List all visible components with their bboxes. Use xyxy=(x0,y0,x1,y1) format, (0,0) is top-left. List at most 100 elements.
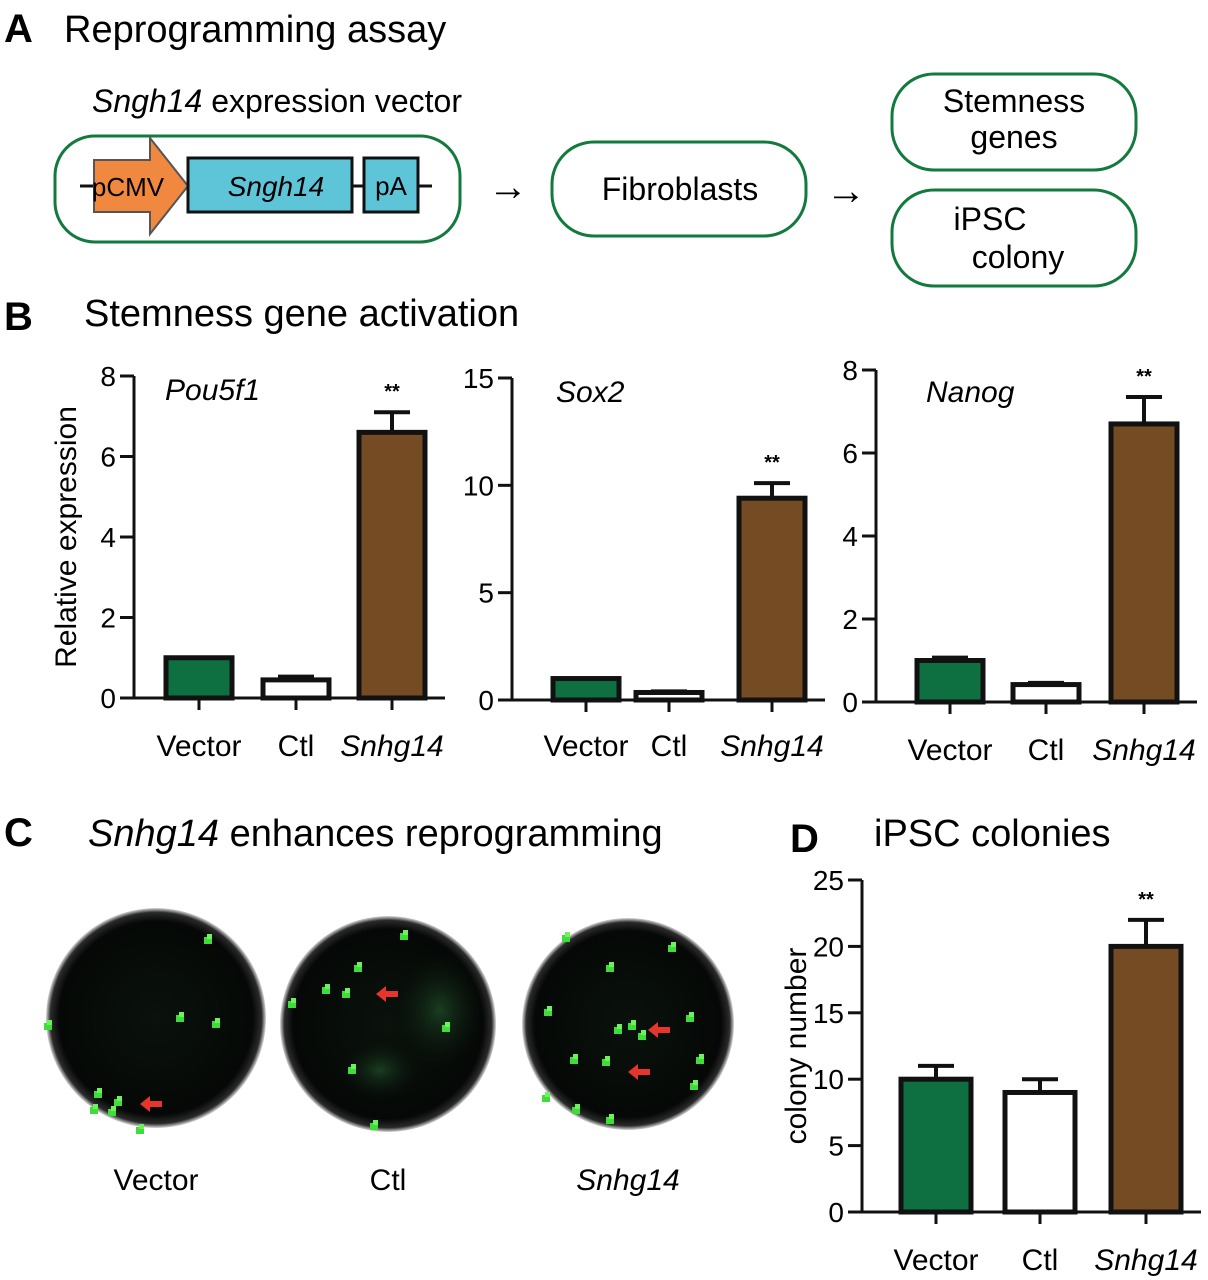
ipsc-colony-spot xyxy=(573,1054,578,1059)
category-label: Vector xyxy=(543,730,628,763)
ipsc-colony-spot xyxy=(690,1083,698,1090)
ipsc-colony-spot xyxy=(631,1020,636,1025)
ipsc-colony-spot xyxy=(542,1095,550,1102)
insert-label: Sngh14 xyxy=(228,171,325,202)
ipsc-colony-spot xyxy=(322,987,330,994)
panel-a-letter: A xyxy=(4,7,33,51)
polya-box xyxy=(362,156,420,214)
ipsc-colony-spot xyxy=(562,935,570,942)
category-label: Ctl xyxy=(278,730,315,763)
ipsc-colony-spot xyxy=(114,1099,122,1106)
dish-label: Snhg14 xyxy=(576,1164,679,1197)
panel-b: B Stemness gene activation xyxy=(4,293,519,339)
ipsc-colony-spot xyxy=(108,1109,116,1116)
panel-c-letter: C xyxy=(4,811,33,855)
ipsc-colony-spot xyxy=(606,965,614,972)
ipsc-colony-line2: colony xyxy=(972,239,1065,275)
promoter-label: pCMV xyxy=(92,172,165,202)
panel-c-title-rest: enhances reprogramming xyxy=(219,813,663,855)
category-label: Ctl xyxy=(651,730,688,763)
gene-label: Nanog xyxy=(926,376,1015,409)
dish-label: Vector xyxy=(113,1164,198,1197)
bar-vector xyxy=(163,655,235,701)
ipsc-colony-spot xyxy=(575,1104,580,1109)
ipsc-colony-spot xyxy=(693,1080,698,1085)
red-arrow-icon xyxy=(140,1096,162,1112)
y-tick-label: 4 xyxy=(842,521,858,552)
bar-snhg14 xyxy=(1108,943,1184,1215)
y-tick-label: 8 xyxy=(100,361,116,392)
ipsc-colony-spot xyxy=(609,962,614,967)
ipsc-colony-spot xyxy=(207,934,212,939)
ipsc-colony-spot xyxy=(94,1091,102,1098)
stemness-genes-pill xyxy=(890,72,1138,172)
ipsc-colony-spot xyxy=(609,1114,614,1119)
ipsc-colony-spot xyxy=(668,945,676,952)
vector-title-rest: expression vector xyxy=(202,83,462,119)
ipsc-colony-spot xyxy=(544,1009,552,1016)
ipsc-colony-spot xyxy=(614,1027,622,1034)
ipsc-colony-spot xyxy=(215,1018,220,1023)
red-arrow-icon xyxy=(648,1022,670,1038)
ipsc-colony-spot xyxy=(357,962,362,967)
bar-ctl xyxy=(633,689,705,703)
y-tick-label: 0 xyxy=(100,683,116,714)
ipsc-colony-spot xyxy=(93,1104,98,1109)
dish-2: Snhg14 xyxy=(522,918,734,1197)
bar-ctl xyxy=(1010,682,1082,705)
bar-snhg14 xyxy=(356,429,428,701)
ipsc-colony-spot xyxy=(288,1001,296,1008)
culture-dish xyxy=(46,908,266,1128)
gene-label: Pou5f1 xyxy=(165,374,260,407)
gene-label: Sox2 xyxy=(556,376,625,409)
dish-images: Vector Ctl Snhg14 xyxy=(44,908,734,1197)
y-tick-label: 0 xyxy=(842,687,858,718)
ipsc-colony-spot xyxy=(570,1057,578,1064)
background-haze xyxy=(340,1040,420,1100)
ipsc-colony-spot xyxy=(686,1015,694,1022)
flow-arrow-2: → xyxy=(826,169,866,213)
ipsc-colony-spot xyxy=(117,1096,122,1101)
ipsc-colony-spot xyxy=(97,1088,102,1093)
dish-label: Ctl xyxy=(370,1164,407,1197)
category-label: Snhg14 xyxy=(340,730,443,763)
y-tick-label: 5 xyxy=(478,578,494,609)
polya-label: pA xyxy=(375,171,407,201)
ipsc-colony-spot xyxy=(111,1106,116,1111)
panel-b-letter: B xyxy=(4,295,33,339)
y-tick-label: 6 xyxy=(100,442,116,473)
ipsc-colony-line1: iPSC xyxy=(954,201,1027,237)
y-tick-label: 0 xyxy=(478,685,494,716)
y-tick-label: 5 xyxy=(828,1131,844,1162)
ipsc-colony-spot xyxy=(370,1123,378,1130)
panel-c-title-gene: Snhg14 xyxy=(88,813,219,855)
background-haze xyxy=(394,952,486,1068)
significance-marker: ** xyxy=(764,452,780,474)
ipsc-colony-spot xyxy=(204,937,212,944)
significance-marker: ** xyxy=(1136,366,1152,388)
ipsc-colony-spot xyxy=(345,988,350,993)
ipsc-colony-spot xyxy=(641,1030,646,1035)
ipsc-colony-spot xyxy=(348,1067,356,1074)
panel-a: A Reprogramming assay Sngh14 expression … xyxy=(4,7,1138,288)
ipsc-colony-spot xyxy=(572,1107,580,1114)
ipsc-colony-spot xyxy=(638,1033,646,1040)
category-label: Ctl xyxy=(1028,734,1065,767)
panel-c-title: Snhg14 enhances reprogramming xyxy=(88,813,663,855)
ipsc-colony-spot xyxy=(696,1057,704,1064)
ipsc-colony-spot xyxy=(605,1056,610,1061)
panel-d-title: iPSC colonies xyxy=(874,813,1111,855)
ipsc-colony-spot xyxy=(354,965,362,972)
ipsc-colony-spot xyxy=(671,942,676,947)
insert-box xyxy=(186,156,354,214)
ipsc-colony-spot xyxy=(689,1012,694,1017)
bar-ctl xyxy=(260,677,332,701)
ipsc-colony-spot xyxy=(212,1021,220,1028)
ipsc-colony-spot xyxy=(602,1059,610,1066)
red-arrow-icon xyxy=(376,986,398,1002)
y-tick-label: 15 xyxy=(463,363,494,394)
y-tick-label: 6 xyxy=(842,438,858,469)
